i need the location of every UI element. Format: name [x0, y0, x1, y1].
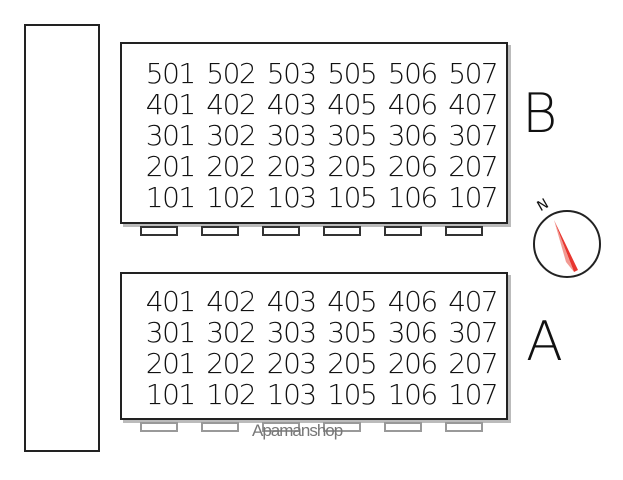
building-b-unit: 506	[387, 57, 438, 90]
building-b-unit: 203	[266, 150, 317, 183]
building-a-unit: 202	[206, 347, 256, 380]
entrance-marker	[140, 226, 178, 236]
building-b-unit: 402	[206, 88, 256, 121]
building-b-unit: 405	[327, 88, 377, 121]
entrance-marker	[262, 422, 300, 432]
entrance-marker	[262, 226, 300, 236]
compass-icon: N	[533, 196, 601, 278]
building-a-unit: 206	[387, 347, 438, 380]
building-a-unit: 103	[266, 378, 317, 411]
building-a-unit: 107	[448, 378, 498, 411]
building-b-unit: 307	[448, 119, 498, 152]
building-b-unit: 306	[387, 119, 438, 152]
building-a-unit: 402	[206, 285, 256, 318]
building-a-unit: 405	[327, 285, 377, 318]
building-a-unit: 305	[327, 316, 377, 349]
building-b-unit: 507	[448, 57, 498, 90]
building-a-unit: 106	[387, 378, 438, 411]
entrance-marker	[323, 422, 361, 432]
building-a-floor-row: 201 202 203 205 206 207	[140, 348, 503, 379]
building-a-unit: 307	[448, 316, 498, 349]
building-a-unit: 301	[145, 316, 196, 349]
road-strip	[24, 24, 100, 452]
building-a-unit: 203	[266, 347, 317, 380]
entrance-marker	[445, 226, 483, 236]
building-b-unit: 401	[145, 88, 196, 121]
entrance-marker	[384, 226, 422, 236]
building-a-unit: 303	[266, 316, 317, 349]
building-a-unit: 401	[145, 285, 196, 318]
building-a-unit: 207	[448, 347, 498, 380]
entrance-marker	[201, 422, 239, 432]
north-compass: N	[526, 192, 608, 280]
building-b-floor-row: 201 202 203 205 206 207	[140, 151, 503, 182]
building-b-label: B	[522, 82, 558, 145]
building-b-floor-row: 301 302 303 305 306 307	[140, 120, 503, 151]
building-b-floor-row: 501 502 503 505 506 507	[140, 58, 503, 89]
building-b-unit: 206	[387, 150, 438, 183]
building-a-floor-row: 301 302 303 305 306 307	[140, 317, 503, 348]
building-b-unit: 103	[266, 181, 317, 214]
building-b-unit: 305	[327, 119, 377, 152]
building-b-unit: 207	[448, 150, 498, 183]
building-b-unit: 505	[327, 57, 377, 90]
building-a-unit: 101	[145, 378, 196, 411]
building-a-unit: 407	[448, 285, 498, 318]
entrance-marker	[323, 226, 361, 236]
building-b-unit: 202	[206, 150, 256, 183]
building-b-unit: 201	[145, 150, 196, 183]
building-b-unit: 503	[266, 57, 317, 90]
building-a-unit: 205	[327, 347, 377, 380]
building-b-unit: 406	[387, 88, 438, 121]
building-a-floor-row: 401 402 403 405 406 407	[140, 286, 503, 317]
compass-north-label: N	[535, 196, 552, 215]
building-b-unit: 301	[145, 119, 196, 152]
building-b-unit: 205	[327, 150, 377, 183]
entrance-marker	[140, 422, 178, 432]
entrance-marker	[445, 422, 483, 432]
compass-needle	[554, 220, 578, 272]
building-a-label: A	[526, 310, 563, 373]
building-a-unit: 102	[206, 378, 256, 411]
building-b-unit: 106	[387, 181, 438, 214]
entrance-marker	[201, 226, 239, 236]
building-a-unit: 306	[387, 316, 438, 349]
building-b-unit: 302	[206, 119, 256, 152]
building-b-unit: 403	[266, 88, 317, 121]
building-b-unit: 303	[266, 119, 317, 152]
building-a-unit: 302	[206, 316, 256, 349]
building-a-floor-row: 101 102 103 105 106 107	[140, 379, 503, 410]
building-b-floor-row: 101 102 103 105 106 107	[140, 182, 503, 213]
building-b-unit: 107	[448, 181, 498, 214]
building-b-unit: 501	[145, 57, 196, 90]
building-a-unit: 403	[266, 285, 317, 318]
building-b-unit: 105	[327, 181, 377, 214]
building-b-unit: 102	[206, 181, 256, 214]
entrance-marker	[384, 422, 422, 432]
building-b-unit: 407	[448, 88, 498, 121]
building-b-floor-row: 401 402 403 405 406 407	[140, 89, 503, 120]
building-b-unit: 502	[206, 57, 256, 90]
building-a-unit: 406	[387, 285, 438, 318]
building-a-unit: 201	[145, 347, 196, 380]
watermark: Apamanshop	[252, 421, 343, 440]
building-b-unit: 101	[145, 181, 196, 214]
building-a-unit: 105	[327, 378, 377, 411]
